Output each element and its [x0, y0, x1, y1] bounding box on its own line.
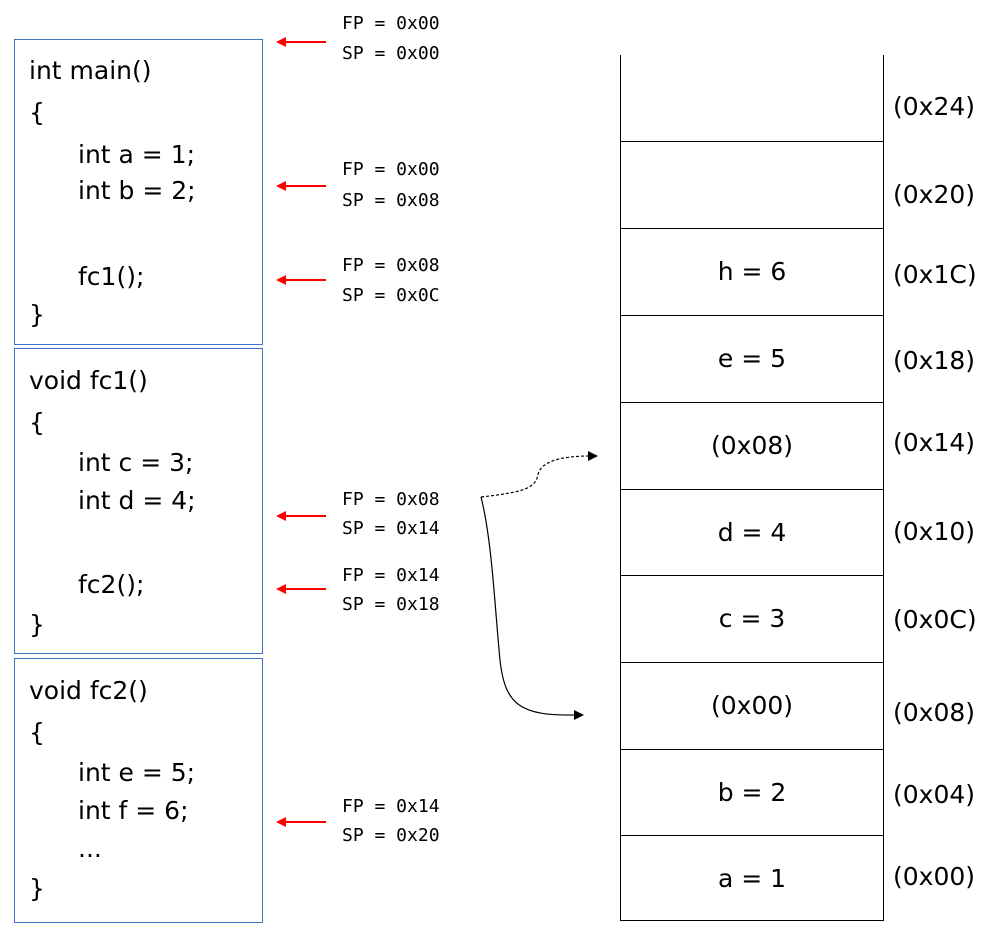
stack-divider: [621, 662, 883, 663]
stack-frame: h = 6 e = 5 (0x08) d = 4 c = 3 (0x00) b …: [620, 55, 884, 921]
stack-cell-0x10: d = 4: [717, 518, 787, 547]
main-line-int-a: int a = 1;: [78, 140, 196, 169]
fc2-line-signature: void fc2(): [29, 676, 148, 705]
pointer-arrow-2: [276, 181, 326, 191]
stack-cell-0x18: e = 5: [717, 344, 787, 373]
address-label-0x1c: (0x1C): [893, 260, 977, 289]
stack-cell-0x04: b = 2: [717, 778, 787, 807]
register-fp-3: FP = 0x08: [342, 255, 440, 276]
stack-cell-0x08: (0x00): [710, 691, 794, 720]
fc2-line-close-brace: }: [29, 874, 45, 903]
main-line-close-brace: }: [29, 300, 45, 329]
fc2-line-int-e: int e = 5;: [78, 758, 196, 787]
stack-divider: [621, 402, 883, 403]
fc2-line-ellipsis: ...: [78, 834, 102, 863]
stack-divider: [621, 835, 883, 836]
pointer-arrow-6: [276, 817, 326, 827]
stack-cell-0x14: (0x08): [710, 431, 794, 460]
stack-divider: [621, 575, 883, 576]
pointer-arrow-3: [276, 275, 326, 285]
address-label-0x10: (0x10): [893, 517, 976, 546]
saved-fp-dashed-link: [480, 455, 591, 498]
main-line-call-fc1: fc1();: [78, 262, 145, 291]
address-label-0x18: (0x18): [893, 346, 976, 375]
fc2-code-box: [14, 658, 263, 923]
stack-cell-0x0c: c = 3: [718, 604, 786, 633]
address-label-0x04: (0x04): [893, 780, 976, 809]
stack-divider: [621, 141, 883, 142]
register-sp-2: SP = 0x08: [342, 190, 440, 211]
pointer-arrow-4: [276, 511, 326, 521]
fc2-line-int-f: int f = 6;: [78, 796, 189, 825]
main-line-signature: int main(): [29, 56, 152, 85]
fc1-line-open-brace: {: [29, 408, 45, 437]
old-fp-solid-arrowhead: [574, 710, 584, 720]
register-sp-1: SP = 0x00: [342, 43, 440, 64]
register-sp-3: SP = 0x0C: [342, 285, 440, 306]
register-sp-6: SP = 0x20: [342, 825, 440, 846]
register-fp-6: FP = 0x14: [342, 796, 440, 817]
fc1-line-close-brace: }: [29, 610, 45, 639]
fc1-line-signature: void fc1(): [29, 366, 148, 395]
pointer-arrow-5: [276, 584, 326, 594]
address-label-0x14: (0x14): [893, 428, 976, 457]
address-label-0x00: (0x00): [893, 862, 976, 891]
main-code-box: [14, 39, 263, 345]
register-fp-1: FP = 0x00: [342, 13, 440, 34]
fc1-line-int-c: int c = 3;: [78, 448, 194, 477]
address-label-0x08: (0x08): [893, 698, 976, 727]
saved-fp-dashed-arrowhead: [588, 451, 598, 461]
address-label-0x0c: (0x0C): [893, 605, 977, 634]
stack-divider: [621, 749, 883, 750]
stack-cell-0x1c: h = 6: [717, 257, 787, 286]
register-sp-5: SP = 0x18: [342, 594, 440, 615]
main-line-open-brace: {: [29, 98, 45, 127]
register-fp-4: FP = 0x08: [342, 489, 440, 510]
register-sp-4: SP = 0x14: [342, 518, 440, 539]
register-fp-5: FP = 0x14: [342, 565, 440, 586]
stack-divider: [621, 489, 883, 490]
fc1-line-call-fc2: fc2();: [78, 570, 145, 599]
fc2-line-open-brace: {: [29, 718, 45, 747]
stack-cell-0x00: a = 1: [717, 864, 787, 893]
old-fp-solid-link: [480, 496, 577, 716]
address-label-0x24: (0x24): [893, 92, 976, 121]
stack-divider: [621, 315, 883, 316]
fc1-code-box: [14, 348, 263, 654]
fc1-line-int-d: int d = 4;: [78, 486, 196, 515]
pointer-arrow-1: [276, 37, 326, 47]
register-fp-2: FP = 0x00: [342, 159, 440, 180]
main-line-int-b: int b = 2;: [78, 176, 196, 205]
address-label-0x20: (0x20): [893, 180, 976, 209]
stack-divider: [621, 228, 883, 229]
